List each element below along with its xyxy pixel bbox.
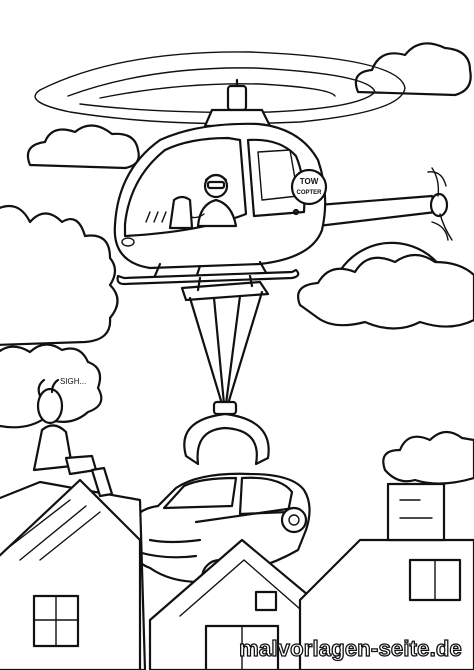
cloud-left-middle: [0, 206, 118, 345]
watermark: malvorlagen-seite.de: [238, 635, 462, 661]
house-left: [0, 480, 145, 670]
man-on-roof: [34, 380, 112, 496]
door-logo-line1: TOW: [300, 177, 319, 186]
door-logo-line2: COPTER: [296, 190, 322, 196]
house-right: [300, 484, 474, 670]
landing-skids: [118, 262, 299, 284]
car: [116, 474, 310, 596]
rotor-mast: [205, 80, 270, 126]
pilot: [188, 175, 236, 226]
seat-and-controls: [146, 197, 192, 228]
cables: [190, 292, 262, 404]
cloud-lower-right: [383, 432, 474, 484]
cloud-right-middle: [298, 255, 474, 329]
rotor-blades: [35, 52, 405, 124]
cloud-left-top: [28, 125, 139, 168]
house-center: [150, 540, 338, 670]
cargo-frame: [182, 276, 268, 300]
cloud-top-right: [356, 43, 471, 95]
hook-clamp: [184, 402, 268, 464]
speech-text: SIGH...: [60, 377, 86, 386]
tail: [318, 168, 452, 240]
